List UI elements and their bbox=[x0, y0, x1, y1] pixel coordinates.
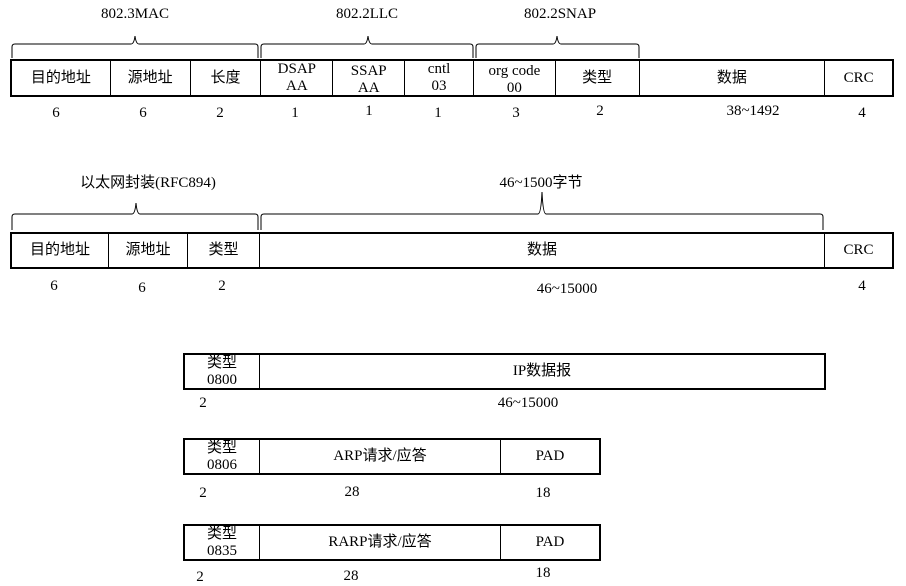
field-value: AA bbox=[357, 80, 380, 95]
field-label: 类型 bbox=[206, 355, 237, 371]
field-label: 类型 bbox=[582, 69, 613, 86]
field-label: ARP请求/应答 bbox=[333, 448, 427, 464]
group-label-802-2llc: 802.2LLC bbox=[335, 6, 399, 22]
field-rarp-request-reply: RARP请求/应答 bbox=[260, 526, 501, 559]
field-pad: PAD bbox=[501, 440, 599, 473]
size-crc: 4 bbox=[858, 278, 866, 294]
size-pad: 18 bbox=[535, 565, 551, 581]
field-label: 源地址 bbox=[125, 242, 171, 258]
field-crc: CRC bbox=[825, 61, 892, 95]
size-payload: 28 bbox=[343, 568, 359, 584]
field-label: IP数据报 bbox=[512, 363, 572, 379]
group-label-802-3mac: 802.3MAC bbox=[101, 6, 169, 22]
field-label: 目的地址 bbox=[29, 242, 90, 258]
group-label-46-1500: 46~1500字节 bbox=[499, 175, 583, 191]
field-label: 目的地址 bbox=[30, 69, 91, 86]
size-type: 2 bbox=[199, 395, 207, 411]
field-label: PAD bbox=[535, 534, 565, 550]
brace-rfc894 bbox=[11, 202, 259, 230]
field-label: 数据 bbox=[716, 69, 747, 86]
size-length: 2 bbox=[216, 105, 224, 121]
field-label: CRC bbox=[843, 242, 874, 258]
size-src-addr: 6 bbox=[138, 280, 146, 296]
field-type: 类型 bbox=[188, 234, 260, 267]
size-crc: 4 bbox=[858, 105, 866, 121]
size-cntl: 1 bbox=[434, 105, 442, 121]
size-dsap: 1 bbox=[291, 105, 299, 121]
field-value: 03 bbox=[431, 78, 447, 94]
size-dest-addr: 6 bbox=[52, 105, 60, 121]
field-type: 类型 bbox=[556, 61, 640, 95]
field-arp-request-reply: ARP请求/应答 bbox=[260, 440, 501, 473]
size-type: 2 bbox=[218, 278, 226, 294]
brace-802-2llc bbox=[260, 35, 474, 58]
size-type: 2 bbox=[196, 569, 204, 585]
field-data: 数据 bbox=[260, 234, 825, 267]
field-label: cntl bbox=[427, 61, 451, 77]
field-label: 类型 bbox=[208, 242, 239, 258]
field-value: 0835 bbox=[207, 542, 237, 559]
field-ip-datagram: IP数据报 bbox=[260, 355, 824, 388]
brace-46-1500 bbox=[260, 191, 824, 230]
size-type: 2 bbox=[596, 103, 604, 119]
field-value: 00 bbox=[506, 80, 522, 95]
field-data: 数据 bbox=[640, 61, 826, 95]
field-dest-addr: 目的地址 bbox=[12, 61, 111, 95]
field-label: DSAP bbox=[277, 61, 317, 77]
field-label: 数据 bbox=[526, 242, 557, 258]
field-label: 长度 bbox=[210, 69, 241, 86]
size-data: 46~15000 bbox=[536, 281, 598, 297]
field-label: 源地址 bbox=[127, 69, 173, 86]
size-org-code: 3 bbox=[512, 105, 520, 121]
size-payload: 28 bbox=[344, 484, 360, 500]
size-payload: 46~15000 bbox=[497, 395, 559, 411]
field-label: org code bbox=[488, 63, 541, 79]
field-dest-addr: 目的地址 bbox=[12, 234, 109, 267]
field-label: 类型 bbox=[206, 526, 237, 542]
field-src-addr: 源地址 bbox=[109, 234, 188, 267]
size-data: 38~1492 bbox=[726, 103, 780, 119]
size-pad: 18 bbox=[535, 485, 551, 501]
group-label-802-2snap: 802.2SNAP bbox=[523, 6, 597, 22]
field-label: 类型 bbox=[206, 440, 237, 456]
field-label: CRC bbox=[843, 69, 874, 86]
field-label: RARP请求/应答 bbox=[328, 534, 432, 550]
brace-802-2snap bbox=[475, 35, 640, 58]
size-dest-addr: 6 bbox=[50, 278, 58, 294]
field-value: 0806 bbox=[207, 456, 237, 473]
rfc894-frame-row: 目的地址 源地址 类型 数据 CRC bbox=[10, 232, 894, 269]
size-type: 2 bbox=[199, 485, 207, 501]
field-src-addr: 源地址 bbox=[111, 61, 191, 95]
field-pad: PAD bbox=[501, 526, 599, 559]
field-label: PAD bbox=[535, 448, 565, 464]
size-src-addr: 6 bbox=[139, 105, 147, 121]
size-ssap: 1 bbox=[365, 103, 373, 119]
field-crc: CRC bbox=[825, 234, 892, 267]
group-label-rfc894: 以太网封装(RFC894) bbox=[80, 175, 216, 191]
field-length: 长度 bbox=[191, 61, 262, 95]
field-value: AA bbox=[286, 78, 308, 94]
brace-802-3mac bbox=[11, 35, 259, 58]
field-label: SSAP bbox=[350, 63, 387, 79]
field-value: 0800 bbox=[207, 371, 237, 388]
